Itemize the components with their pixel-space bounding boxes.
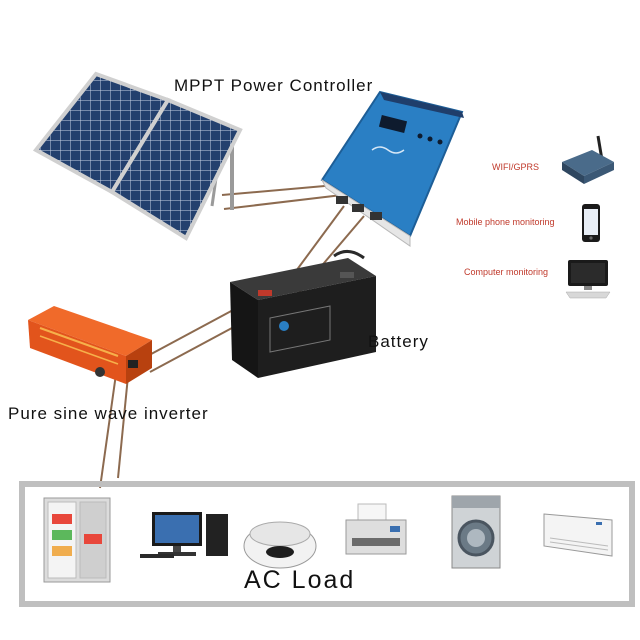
mppt-controller-icon <box>320 90 464 247</box>
battery-label: Battery <box>368 332 429 351</box>
computer-monitoring-label: Computer monitoring <box>464 267 549 277</box>
phone-icon <box>582 204 600 242</box>
wifi-module-icon <box>562 135 614 184</box>
wire-panel-controller-2 <box>223 194 343 210</box>
wire-battery-inverter-1 <box>139 301 249 361</box>
wire-inverter-load-1 <box>99 373 117 489</box>
battery-icon <box>230 250 376 378</box>
air-conditioner-icon <box>543 513 613 557</box>
washing-machine-icon <box>451 495 501 569</box>
desktop-computer-icon <box>140 512 228 558</box>
wire-panel-controller-1 <box>221 184 337 196</box>
computer-monitor-icon <box>565 260 611 299</box>
printer-icon <box>345 503 407 555</box>
ac-load-frame <box>19 481 635 607</box>
inverter-label: Pure sine wave inverter <box>8 404 209 423</box>
mobile-monitoring-label: Mobile phone monitoring <box>456 217 555 227</box>
inverter-icon <box>28 306 152 384</box>
wifi-label: WIFI/GPRS <box>492 162 539 172</box>
solar-panel-icon <box>32 71 243 241</box>
rice-cooker-icon <box>243 521 317 569</box>
ac-load-label: AC Load <box>244 566 356 594</box>
controller-label: MPPT Power Controller <box>174 76 374 95</box>
wire-inverter-load-2 <box>117 375 129 479</box>
refrigerator-icon <box>43 497 111 583</box>
